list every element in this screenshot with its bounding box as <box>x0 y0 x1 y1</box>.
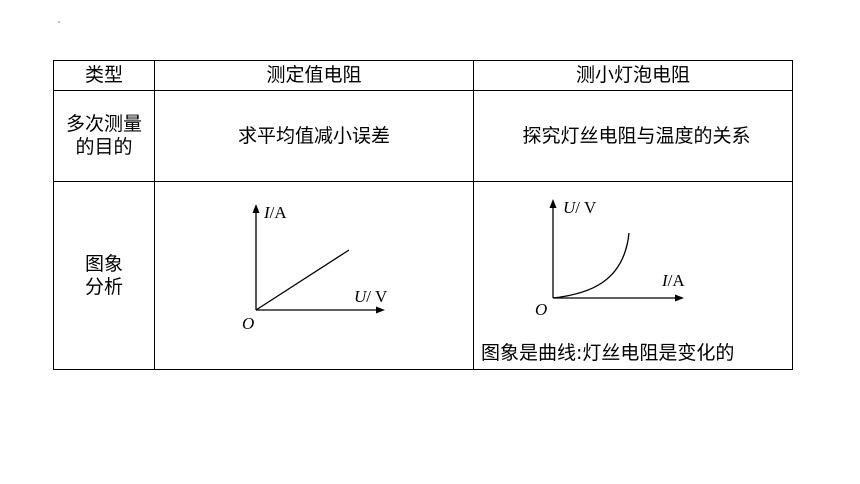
stray-dot <box>58 21 60 23</box>
fixed-resistor-graph-cell: I/A U/ V O <box>154 181 474 370</box>
bulb-graph-cell: U/ V I/A O 图象是曲线:灯丝电阻是变化的 <box>473 181 793 370</box>
origin-label: O <box>242 314 254 333</box>
graph-label: 图象 分析 <box>53 181 155 370</box>
purpose-fixed-resistor: 求平均值减小误差 <box>154 90 474 182</box>
header-type: 类型 <box>53 60 155 91</box>
purpose-row: 多次测量 的目的 求平均值减小误差 探究灯丝电阻与温度的关系 <box>53 90 793 182</box>
purpose-label: 多次测量 的目的 <box>53 90 155 182</box>
purpose-label-line1: 多次测量 <box>65 113 142 135</box>
y-axis-arrow <box>549 199 557 208</box>
header-bulb: 测小灯泡电阻 <box>473 60 793 91</box>
header-row: 类型 测定值电阻 测小灯泡电阻 <box>53 60 793 91</box>
graph-label-line2: 分析 <box>84 275 123 298</box>
graph-label-line1: 图象 <box>84 252 123 275</box>
x-axis-label: I/A <box>661 271 685 290</box>
bulb-graph-caption: 图象是曲线:灯丝电阻是变化的 <box>481 342 735 364</box>
y-axis-label: I/A <box>263 203 287 222</box>
origin-label: O <box>535 300 547 319</box>
x-axis-arrow <box>376 306 385 314</box>
y-axis-arrow <box>252 204 260 213</box>
x-axis-label: U/ V <box>354 287 388 306</box>
nonlinear-plot-curve <box>552 232 630 299</box>
purpose-label-line2: 的目的 <box>75 136 133 158</box>
comparison-table: 类型 测定值电阻 测小灯泡电阻 多次测量 的目的 求平均值减小误差 探究灯丝电阻… <box>53 60 793 370</box>
bulb-graph: U/ V I/A O <box>535 198 685 319</box>
purpose-bulb: 探究灯丝电阻与温度的关系 <box>473 90 793 182</box>
linear-plot-line <box>255 249 350 311</box>
fixed-resistor-graph: I/A U/ V O <box>242 203 388 333</box>
header-fixed-resistor: 测定值电阻 <box>154 60 474 91</box>
x-axis-arrow <box>675 294 684 302</box>
y-axis-label: U/ V <box>563 198 597 217</box>
graph-row: 图象 分析 I/A U/ V O U/ V I <box>53 181 793 370</box>
